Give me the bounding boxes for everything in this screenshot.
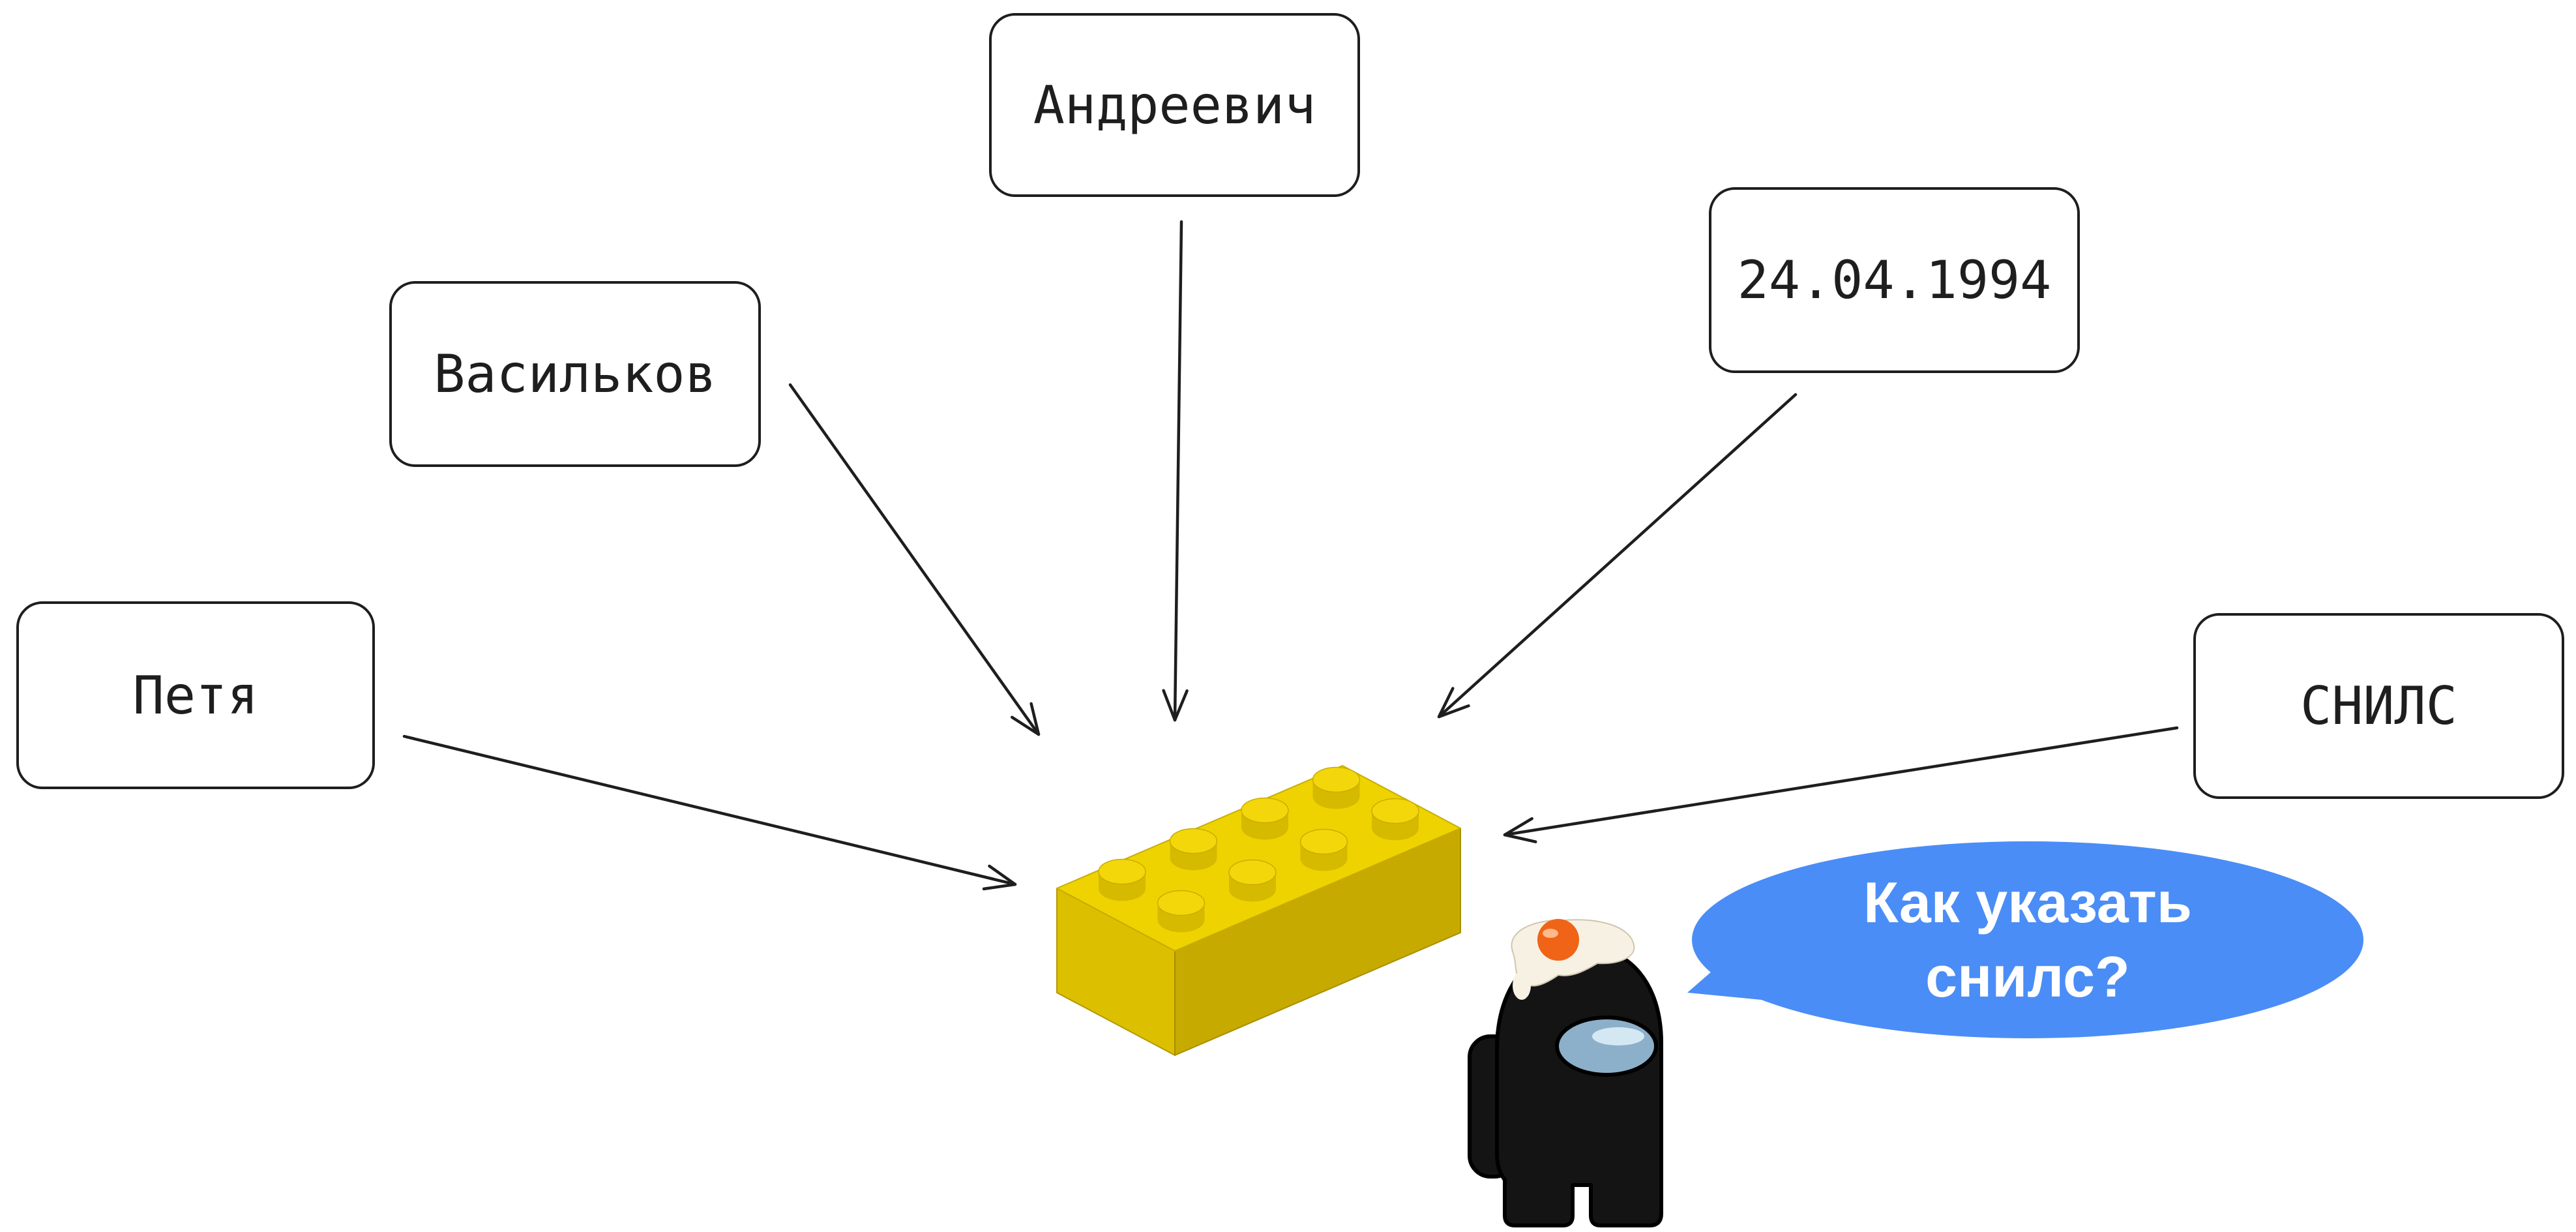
- brick-stud: [1371, 798, 1419, 841]
- speech-bubble-shape: [1692, 841, 2363, 1038]
- brick-studs: [1098, 766, 1419, 933]
- box-label: Васильков: [434, 344, 717, 404]
- box-label: Андреевич: [1033, 74, 1316, 136]
- brick-stud: [1312, 766, 1361, 809]
- arrow-from-box-2: [1437, 393, 1798, 719]
- crewmate-visor: [1555, 1015, 1658, 1077]
- egg-yolk: [1537, 919, 1579, 961]
- brick-stud: [1299, 828, 1348, 871]
- box-label: СНИЛС: [2300, 676, 2457, 736]
- arrow-from-box-0: [1162, 220, 1189, 722]
- speech-bubble-line-1: Как указать: [1863, 870, 2192, 935]
- label-box: Андреевич: [989, 13, 1360, 197]
- speech-bubble: [1687, 841, 2363, 1038]
- label-box: Васильков: [389, 281, 761, 467]
- egg-drip: [1513, 971, 1531, 1000]
- arrow-from-box-4: [1503, 726, 2179, 843]
- speech-bubble-text: Как указать снилс?: [1692, 842, 2363, 1038]
- brick-stud: [1098, 858, 1146, 901]
- label-box: 24.04.1994: [1709, 187, 2080, 373]
- fried-egg-hat-icon: [1511, 919, 1635, 1000]
- brick-stud: [1241, 797, 1289, 840]
- speech-bubble-line-2: снилс?: [1925, 944, 2130, 1009]
- visor-highlight: [1592, 1027, 1644, 1045]
- box-label: Петя: [132, 665, 259, 726]
- speech-bubble-tail: [1687, 957, 1768, 1000]
- brick-stud: [1157, 890, 1206, 933]
- lego-brick-icon: [1056, 765, 1461, 1056]
- arrow-from-box-3: [402, 734, 1017, 891]
- yolk-highlight: [1543, 929, 1558, 938]
- brick-stud: [1169, 828, 1218, 871]
- label-box: Петя: [16, 601, 375, 789]
- among-us-crewmate-icon: [1468, 919, 1663, 1227]
- brick-stud: [1228, 859, 1277, 902]
- box-label: 24.04.1994: [1737, 250, 2052, 310]
- label-box: СНИЛС: [2193, 613, 2564, 799]
- arrow-from-box-1: [788, 383, 1041, 736]
